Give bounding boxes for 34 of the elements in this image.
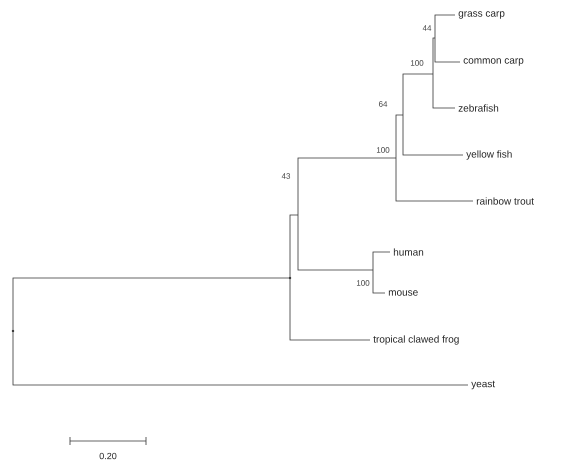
- tree-branch: [372, 252, 390, 270]
- tree-branch: [396, 114, 404, 158]
- tree-branch: [298, 158, 396, 216]
- bootstrap-value: 100: [376, 147, 390, 153]
- tree-branch: [434, 14, 456, 38]
- taxon-label: tropical clawed frog: [373, 335, 459, 345]
- scale-label: 0.20: [100, 452, 116, 460]
- bootstrap-value: 43: [282, 173, 290, 179]
- taxon-label: human: [394, 248, 424, 256]
- tree-branch: [372, 270, 386, 294]
- tree-branch: [12, 330, 468, 386]
- tree-branch: [432, 38, 436, 74]
- branch-point: [12, 330, 14, 332]
- tree-branch: [432, 74, 456, 108]
- tree-branch: [290, 214, 298, 278]
- tree-branch: [12, 278, 290, 332]
- bootstrap-value: 44: [422, 25, 432, 31]
- bootstrap-value: 100: [410, 60, 424, 66]
- taxon-label: zebrafish: [458, 104, 498, 112]
- branch-point: [288, 276, 292, 280]
- tree-branch: [396, 158, 474, 202]
- tree-branch: [402, 114, 464, 156]
- taxon-label: yeast: [471, 380, 496, 390]
- taxon-label: common carp: [464, 58, 524, 66]
- taxon-label: grass carp: [458, 11, 504, 19]
- bootstrap-value: 64: [378, 101, 388, 107]
- tree-branch: [298, 214, 374, 270]
- taxon-label: mouse: [388, 290, 418, 296]
- tree-branch: [434, 38, 460, 62]
- bootstrap-value: 100: [356, 280, 370, 286]
- tree-branch: [402, 74, 434, 116]
- tree-branch: [290, 278, 370, 340]
- taxon-label: rainbow trout: [476, 197, 534, 205]
- taxon-label: yellow fish: [466, 150, 512, 160]
